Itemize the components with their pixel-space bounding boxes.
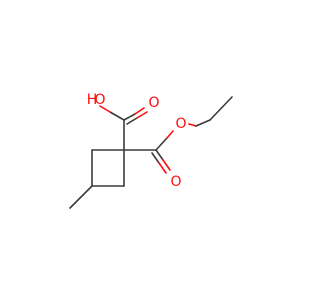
ester-carbonyl-o-label: O [170, 174, 181, 190]
ester-double-bond-b1 [151, 152, 160, 164]
methyl-bond [69, 185, 93, 209]
acid-double-bond-a2 [134, 107, 145, 115]
acid-double-bond-b2 [136, 111, 148, 119]
ester-double-bond-a1 [155, 149, 164, 161]
hydroxyl-o-label: O [94, 92, 105, 108]
ethyl-bond [209, 96, 233, 121]
ester-o-label: O [175, 116, 186, 132]
ester-co-bond-2 [166, 130, 174, 139]
ester-oc-bond-2 [195, 119, 211, 127]
ester-oc-bond-1 [188, 123, 197, 127]
ester-co-bond-1 [155, 137, 168, 151]
acid-double-bond-a1 [123, 113, 136, 121]
acid-double-bond-b1 [126, 117, 138, 125]
ester-double-bond-b2 [158, 162, 167, 174]
acid-carbonyl-o-label: O [148, 95, 159, 111]
molecule-canvas: H O O O O [69, 92, 233, 209]
structure-diagram: H O O O O [69, 92, 233, 209]
acid-co-bond-2 [99, 105, 111, 113]
ester-double-bond-a2 [162, 159, 171, 171]
hydroxyl-h-label: H [87, 92, 98, 108]
acid-co-bond-1 [109, 111, 125, 121]
